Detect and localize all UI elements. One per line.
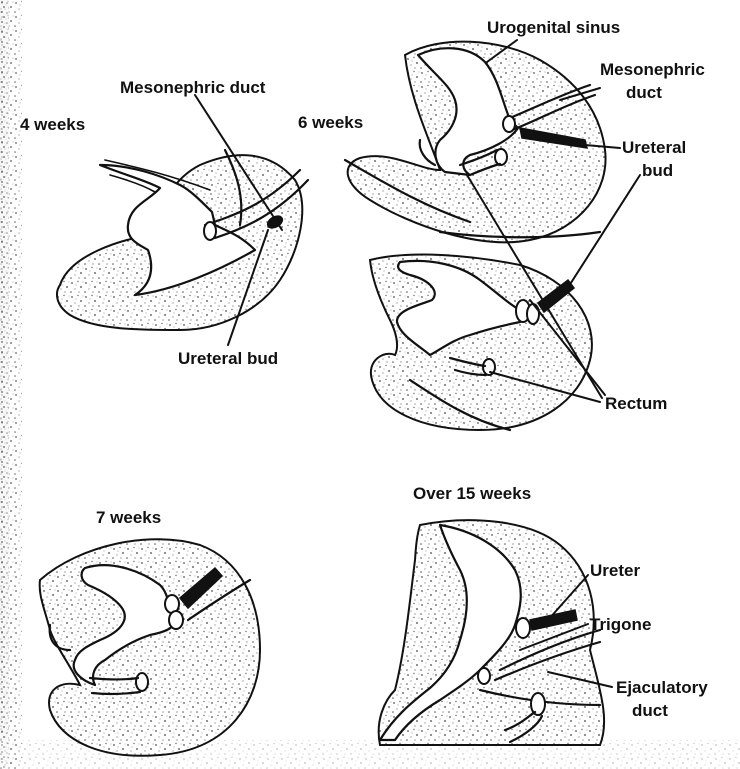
panel-7-weeks: 7 weeks: [40, 508, 260, 756]
label-ureteral-bud-6wk-2: bud: [642, 161, 673, 180]
mesenchyme-7wk: [40, 539, 260, 756]
panel-6-weeks-lower: [370, 255, 592, 430]
panel-4-weeks: 4 weeks: [20, 95, 308, 345]
label-urogenital-sinus: Urogenital sinus: [487, 18, 620, 37]
label-ejaculatory-duct-2: duct: [632, 701, 668, 720]
label-mesonephric-duct-6wk-2: duct: [626, 83, 662, 102]
label-ejaculatory-duct-1: Ejaculatory: [616, 678, 708, 697]
panel-6-weeks-upper: 6 weeks: [298, 42, 606, 243]
label-mesonephric-duct-4wk: Mesonephric duct: [120, 78, 266, 97]
label-rectum: Rectum: [605, 394, 667, 413]
label-mesonephric-duct-6wk-1: Mesonephric: [600, 60, 705, 79]
label-ureter: Ureter: [590, 561, 640, 580]
panel-over-15-weeks: Over 15 weeks: [379, 484, 604, 745]
panel-title-6-weeks: 6 weeks: [298, 113, 363, 132]
panel-title-over-15-weeks: Over 15 weeks: [413, 484, 531, 503]
label-ureteral-bud-4wk: Ureteral bud: [178, 349, 278, 368]
panel-title-7-weeks: 7 weeks: [96, 508, 161, 527]
label-trigone: Trigone: [590, 615, 651, 634]
panel-title-4-weeks: 4 weeks: [20, 115, 85, 134]
label-ureteral-bud-6wk-1: Ureteral: [622, 138, 686, 157]
